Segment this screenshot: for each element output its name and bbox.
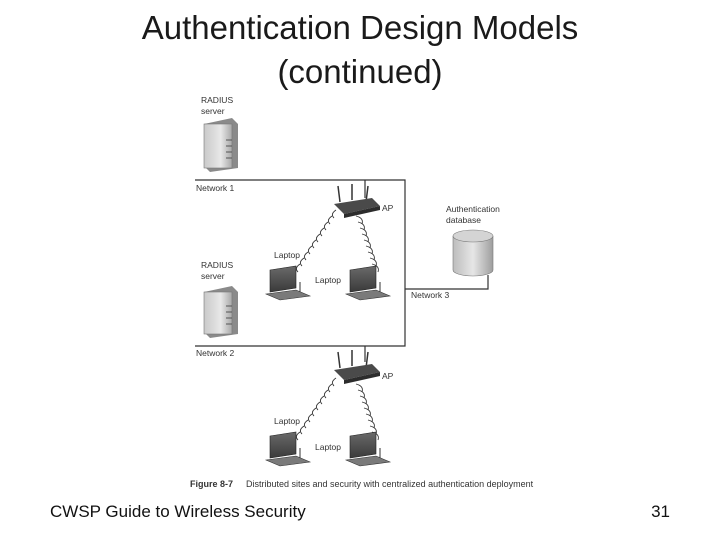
figure-caption-text: Distributed sites and security with cent…: [246, 479, 534, 489]
laptop-2a-label: Laptop: [274, 416, 300, 426]
radius-server-1-sublabel: server: [201, 106, 225, 116]
slide-title-line-2: (continued): [277, 53, 443, 90]
wireless-signal-2: [295, 377, 379, 441]
laptop-1b-label: Laptop: [315, 275, 341, 285]
authentication-database: [452, 229, 494, 277]
radius-server-1-label: RADIUS: [201, 95, 233, 105]
ap-1-label: AP: [382, 203, 394, 213]
access-point-1: [334, 184, 380, 218]
laptop-2b: [344, 431, 392, 467]
network-3-label: Network 3: [411, 290, 450, 300]
laptop-1a-label: Laptop: [274, 250, 300, 260]
figure-caption-label: Figure 8-7: [190, 479, 233, 489]
laptop-2a: [264, 431, 312, 467]
ap-2-label: AP: [382, 371, 394, 381]
network-2-label: Network 2: [196, 348, 235, 358]
radius-server-1: [203, 118, 238, 172]
auth-db-label: Authentication: [446, 204, 500, 214]
auth-db-sublabel: database: [446, 215, 481, 225]
footer-course-title: CWSP Guide to Wireless Security: [50, 502, 306, 521]
wireless-signal-1: [295, 209, 379, 273]
network-1-label: Network 1: [196, 183, 235, 193]
network-lines: [195, 179, 489, 362]
radius-server-2: [203, 286, 238, 338]
laptop-1a: [264, 265, 312, 301]
radius-server-2-sublabel: server: [201, 271, 225, 281]
laptop-2b-label: Laptop: [315, 442, 341, 452]
laptop-1b: [344, 265, 392, 301]
access-point-2: [334, 350, 380, 384]
slide-title-line-1: Authentication Design Models: [141, 9, 579, 46]
page-number: 31: [651, 502, 670, 521]
radius-server-2-label: RADIUS: [201, 260, 233, 270]
